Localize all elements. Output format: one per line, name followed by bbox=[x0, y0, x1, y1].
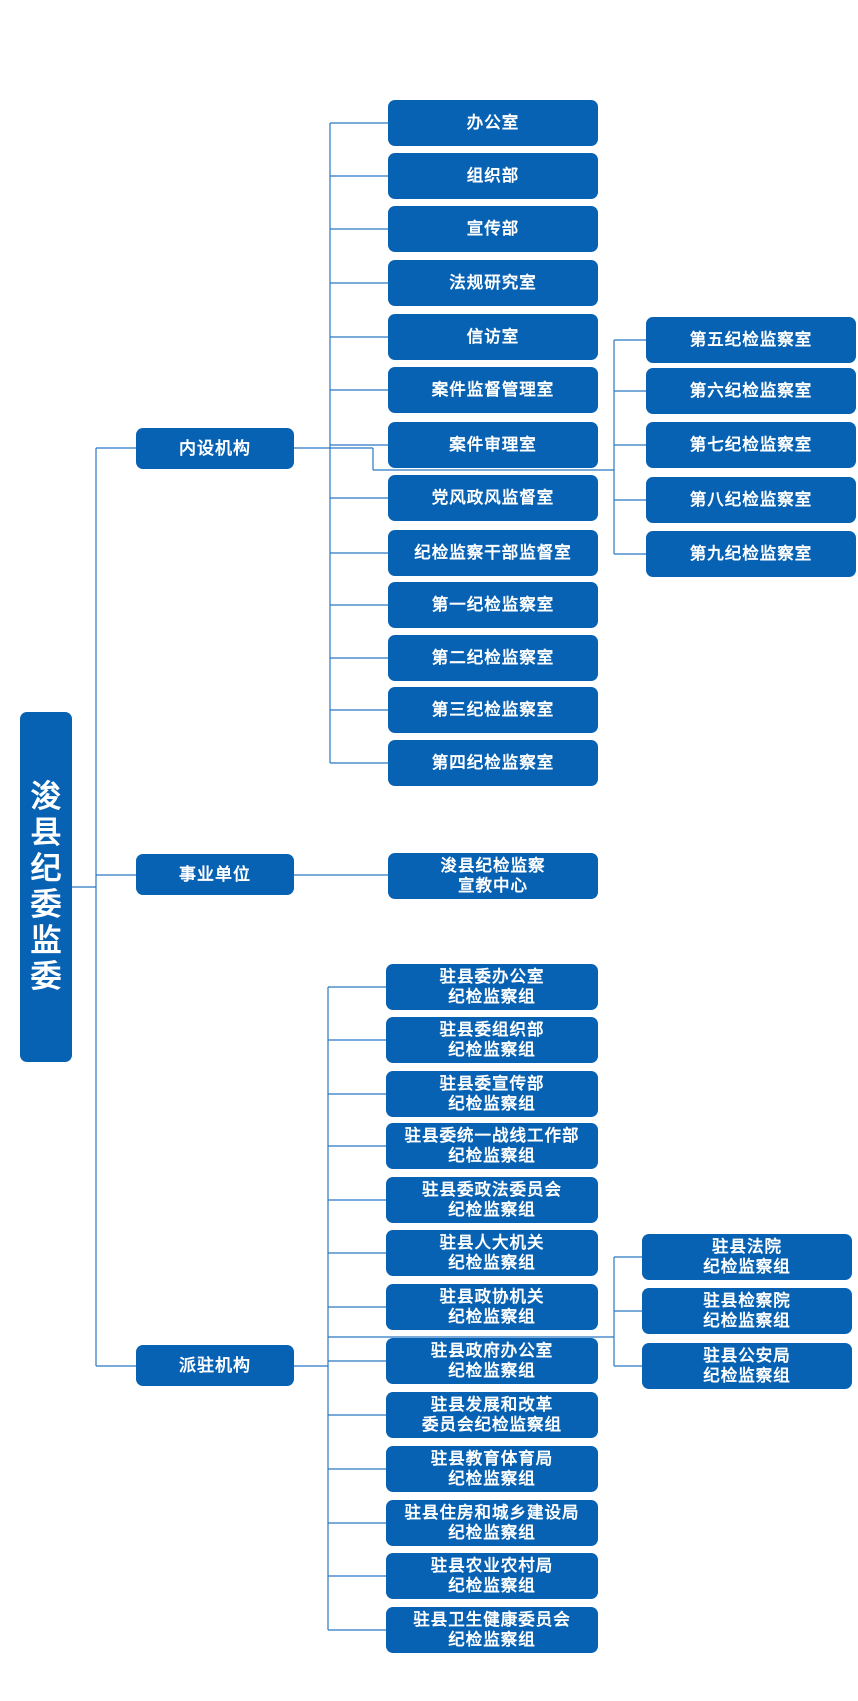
node-label: 第五纪检监察室 bbox=[689, 330, 813, 349]
node-label: 第一纪检监察室 bbox=[431, 595, 555, 614]
internal-extra-node: 第五纪检监察室 bbox=[646, 317, 856, 363]
internal-node: 宣传部 bbox=[388, 206, 598, 252]
internal-node: 第三纪检监察室 bbox=[388, 687, 598, 733]
node-label: 驻县委宣传部 纪检监察组 bbox=[439, 1074, 545, 1113]
stationed-node: 驻县人大机关 纪检监察组 bbox=[386, 1230, 598, 1276]
node-label: 信访室 bbox=[466, 327, 520, 346]
node-label: 驻县委组织部 纪检监察组 bbox=[439, 1020, 545, 1059]
stationed-node: 驻县委宣传部 纪检监察组 bbox=[386, 1071, 598, 1117]
node-label: 浚县纪检监察 宣教中心 bbox=[440, 856, 546, 895]
category-stationed: 派驻机构 bbox=[136, 1345, 294, 1386]
stationed-extra-node: 驻县公安局 纪检监察组 bbox=[642, 1343, 852, 1389]
stationed-node: 驻县政府办公室 纪检监察组 bbox=[386, 1338, 598, 1384]
node-label: 第六纪检监察室 bbox=[689, 381, 813, 400]
internal-node: 办公室 bbox=[388, 100, 598, 146]
category-institution: 事业单位 bbox=[136, 854, 294, 895]
stationed-extra-node: 驻县法院 纪检监察组 bbox=[642, 1234, 852, 1280]
internal-node: 纪检监察干部监督室 bbox=[388, 530, 598, 576]
stationed-extra-node: 驻县检察院 纪检监察组 bbox=[642, 1288, 852, 1334]
internal-node: 信访室 bbox=[388, 314, 598, 360]
internal-node: 法规研究室 bbox=[388, 260, 598, 306]
node-label: 驻县委统一战线工作部 纪检监察组 bbox=[404, 1126, 580, 1165]
node-label: 党风政风监督室 bbox=[431, 488, 555, 507]
node-label: 第九纪检监察室 bbox=[689, 544, 813, 563]
node-label: 驻县政府办公室 纪检监察组 bbox=[430, 1341, 554, 1380]
internal-extra-node: 第六纪检监察室 bbox=[646, 368, 856, 414]
node-label: 驻县委政法委员会 纪检监察组 bbox=[422, 1180, 562, 1219]
node-label: 宣传部 bbox=[466, 219, 520, 238]
node-label: 案件监督管理室 bbox=[431, 380, 555, 399]
category-internal: 内设机构 bbox=[136, 428, 294, 469]
node-label: 组织部 bbox=[466, 166, 520, 185]
internal-extra-node: 第八纪检监察室 bbox=[646, 477, 856, 523]
stationed-node: 驻县卫生健康委员会 纪检监察组 bbox=[386, 1607, 598, 1653]
node-label: 驻县检察院 纪检监察组 bbox=[703, 1291, 791, 1330]
stationed-node: 驻县住房和城乡建设局 纪检监察组 bbox=[386, 1500, 598, 1546]
internal-node: 案件监督管理室 bbox=[388, 367, 598, 413]
node-label: 驻县发展和改革 委员会纪检监察组 bbox=[422, 1395, 562, 1434]
stationed-node: 驻县教育体育局 纪检监察组 bbox=[386, 1446, 598, 1492]
internal-extra-node: 第七纪检监察室 bbox=[646, 422, 856, 468]
node-label: 第四纪检监察室 bbox=[431, 753, 555, 772]
stationed-node: 驻县委组织部 纪检监察组 bbox=[386, 1017, 598, 1063]
node-label: 驻县住房和城乡建设局 纪检监察组 bbox=[404, 1503, 580, 1542]
category-label: 派驻机构 bbox=[179, 1355, 251, 1376]
node-label: 第二纪检监察室 bbox=[431, 648, 555, 667]
internal-node: 党风政风监督室 bbox=[388, 475, 598, 521]
node-label: 第七纪检监察室 bbox=[689, 435, 813, 454]
internal-extra-node: 第九纪检监察室 bbox=[646, 531, 856, 577]
stationed-node: 驻县委办公室 纪检监察组 bbox=[386, 964, 598, 1010]
node-label: 第八纪检监察室 bbox=[689, 490, 813, 509]
node-label: 驻县农业农村局 纪检监察组 bbox=[430, 1556, 554, 1595]
node-label: 驻县政协机关 纪检监察组 bbox=[439, 1287, 545, 1326]
node-label: 驻县卫生健康委员会 纪检监察组 bbox=[413, 1610, 571, 1649]
internal-node: 案件审理室 bbox=[388, 422, 598, 468]
node-label: 驻县人大机关 纪检监察组 bbox=[439, 1233, 545, 1272]
stationed-node: 驻县政协机关 纪检监察组 bbox=[386, 1284, 598, 1330]
root-label: 浚 县 纪 委 监 委 bbox=[30, 779, 62, 995]
internal-node: 第四纪检监察室 bbox=[388, 740, 598, 786]
node-label: 案件审理室 bbox=[449, 435, 537, 454]
node-label: 驻县公安局 纪检监察组 bbox=[703, 1346, 791, 1385]
internal-node: 第二纪检监察室 bbox=[388, 635, 598, 681]
category-label: 内设机构 bbox=[179, 438, 251, 459]
category-label: 事业单位 bbox=[179, 864, 251, 885]
stationed-node: 驻县农业农村局 纪检监察组 bbox=[386, 1553, 598, 1599]
root-node: 浚 县 纪 委 监 委 bbox=[20, 712, 72, 1062]
node-label: 法规研究室 bbox=[449, 273, 537, 292]
node-label: 纪检监察干部监督室 bbox=[414, 543, 572, 562]
node-label: 第三纪检监察室 bbox=[431, 700, 555, 719]
internal-node: 第一纪检监察室 bbox=[388, 582, 598, 628]
internal-node: 组织部 bbox=[388, 153, 598, 199]
node-label: 办公室 bbox=[466, 113, 520, 132]
stationed-node: 驻县委政法委员会 纪检监察组 bbox=[386, 1177, 598, 1223]
institution-node: 浚县纪检监察 宣教中心 bbox=[388, 853, 598, 899]
node-label: 驻县委办公室 纪检监察组 bbox=[439, 967, 545, 1006]
stationed-node: 驻县委统一战线工作部 纪检监察组 bbox=[386, 1123, 598, 1169]
node-label: 驻县教育体育局 纪检监察组 bbox=[430, 1449, 554, 1488]
stationed-node: 驻县发展和改革 委员会纪检监察组 bbox=[386, 1392, 598, 1438]
node-label: 驻县法院 纪检监察组 bbox=[703, 1237, 791, 1276]
